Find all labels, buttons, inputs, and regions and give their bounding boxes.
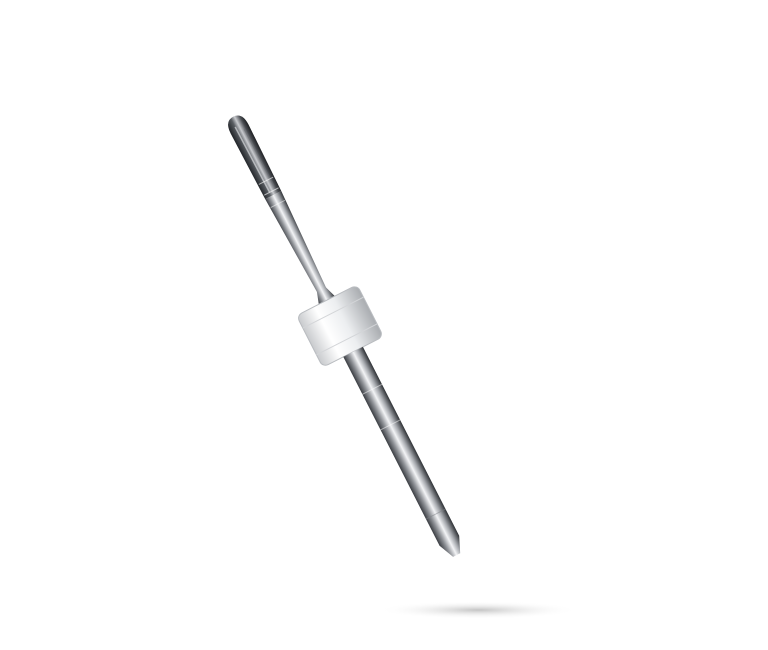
shank (343, 346, 461, 557)
neck (265, 190, 327, 294)
cutting-flute (228, 115, 282, 200)
stop-collar (298, 286, 382, 366)
floor-shadow (378, 601, 578, 619)
drill-bit (228, 115, 461, 557)
